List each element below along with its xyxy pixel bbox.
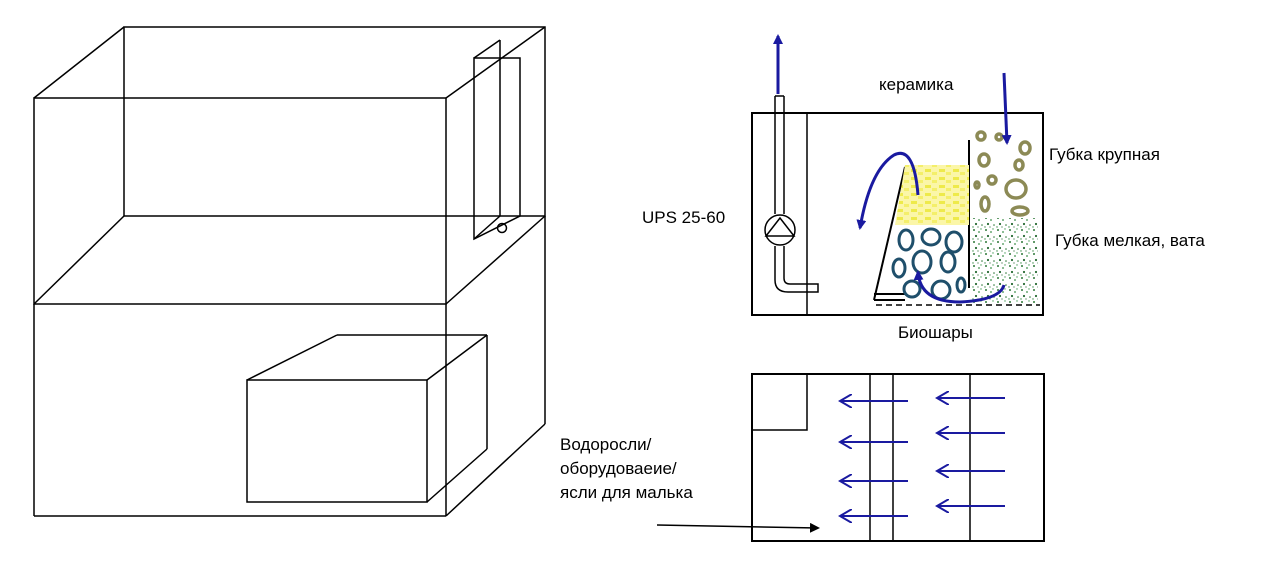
label-pump: UPS 25-60	[642, 208, 725, 227]
pump-icon	[764, 214, 796, 246]
bottom-flow-arrow	[913, 270, 1006, 304]
coarse-sponge-media	[973, 130, 1032, 217]
overflow-column	[473, 39, 521, 241]
label-note-line1: Водоросли/	[560, 435, 652, 454]
sump-outline	[751, 112, 1044, 316]
overflow-arrow	[856, 151, 920, 230]
top-view-flow-arrows	[840, 398, 1005, 516]
label-sponge-coarse: Губка крупная	[1049, 145, 1160, 164]
inflow-arrow	[1001, 72, 1012, 145]
sump-side-view	[751, 34, 1044, 316]
label-note-line2: оборудоваеие/	[560, 459, 677, 478]
sump-top-view	[656, 373, 1045, 542]
sump-box-3d	[246, 334, 488, 503]
label-ceramics: керамика	[879, 75, 954, 94]
ceramics-media	[895, 165, 969, 225]
label-bioballs: Биошары	[898, 323, 973, 342]
label-sponge-fine: Губка мелкая, вата	[1055, 231, 1205, 250]
tank-back	[123, 26, 546, 217]
pump-compartment	[751, 373, 808, 431]
fine-sponge-media	[972, 218, 1038, 303]
aquarium-3d-drawing	[33, 26, 546, 517]
label-note-line3: ясли для малька	[560, 483, 693, 502]
sump-top-outline	[751, 373, 1045, 542]
pointer-arrow	[656, 522, 820, 533]
bioballs-media	[891, 227, 967, 301]
tank-front	[33, 97, 447, 305]
return-pipe	[774, 95, 819, 293]
flow-arrows	[773, 34, 1012, 304]
